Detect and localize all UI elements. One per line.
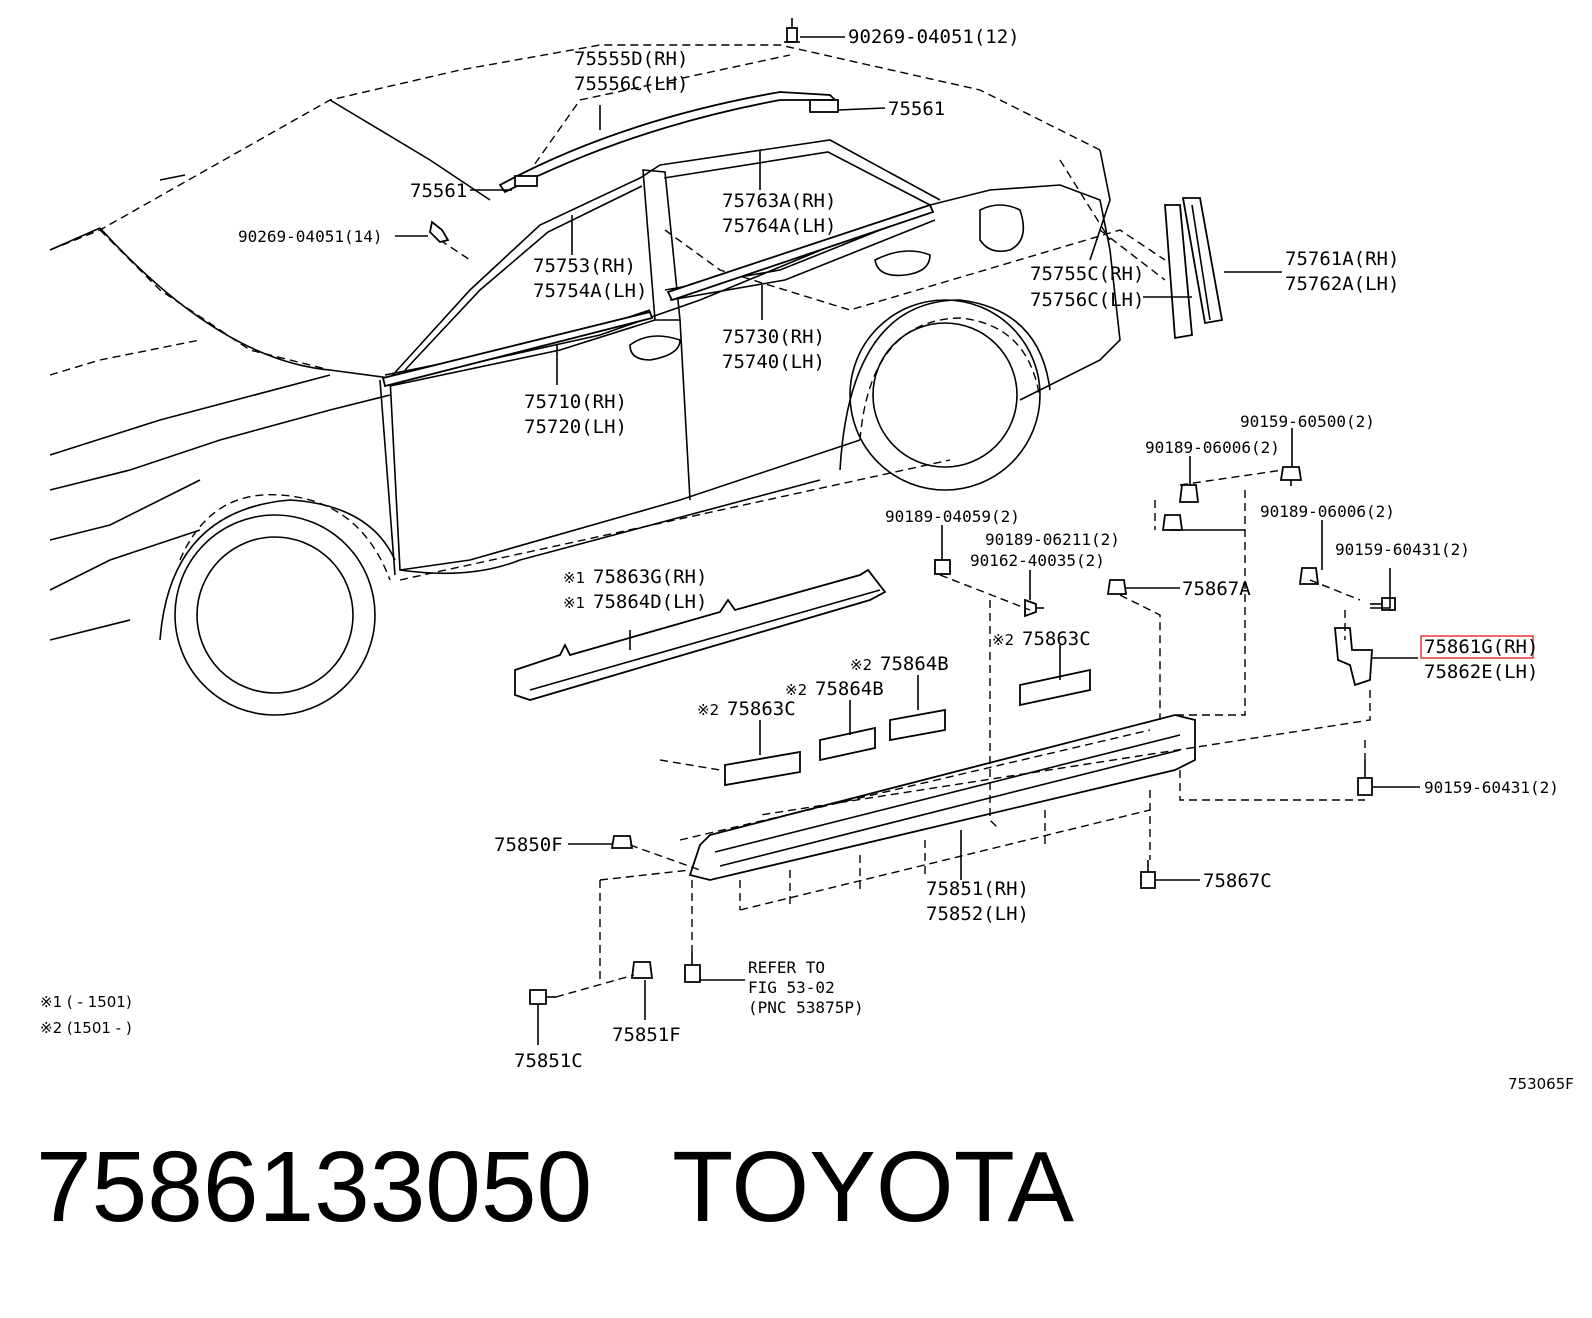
label-75763A: 75763A(RH) [722,190,836,212]
label-90162-40035: 90162-40035(2) [970,551,1105,570]
label-75754A: 75754A(LH) [533,280,647,302]
rocker-bracket [1334,627,1373,687]
label-75851F: 75851F [612,1024,681,1046]
caption-brand: TOYOTA [672,1131,1075,1243]
label-75852: 75852(LH) [926,903,1029,925]
label-90189-06006-b: 90189-06006(2) [1260,502,1395,521]
label-75556C: 75556C(LH) [574,73,688,95]
label-75851: 75851(RH) [926,878,1029,900]
label-75753: 75753(RH) [533,255,636,277]
label-75755C: 75755C(RH) [1030,263,1144,285]
fasteners-right [529,466,1396,1005]
mark-2c: ※2 [785,681,807,699]
leader-lines [395,36,1420,1045]
mark-2b: ※2 [850,656,872,674]
label-90189-06211: 90189-06211(2) [985,530,1120,549]
label-75740: 75740(LH) [722,351,825,373]
label-90159-60500: 90159-60500(2) [1240,412,1375,431]
note-1: ※1 ( - 1501) [40,993,132,1011]
clip-left-roof [429,220,450,243]
label-90159-60431-a: 90159-60431(2) [1335,540,1470,559]
label-75730: 75730(RH) [722,326,825,348]
label-75863G: 75863G(RH) [593,566,707,588]
label-75761A: 75761A(RH) [1285,248,1399,270]
parts-diagram-svg: 90269-04051(12) 75555D(RH) 75556C(LH) 75… [40,18,1574,1093]
parts-diagram: 90269-04051(12) 75555D(RH) 75556C(LH) 75… [40,18,1574,1093]
label-75863C-right: 75863C [1022,628,1091,650]
label-90269-04051-14: 90269-04051(14) [238,227,383,246]
label-refer-1: REFER TO [748,958,825,977]
label-75561-top: 75561 [888,98,945,120]
label-75850F: 75850F [494,834,563,856]
label-75861G: 75861G(RH) [1424,636,1538,658]
label-75867C: 75867C [1203,870,1272,892]
label-75555D: 75555D(RH) [574,48,688,70]
label-90189-04059: 90189-04059(2) [885,507,1020,526]
mark-1a: ※1 [563,569,585,587]
highlight-box [1420,635,1534,659]
label-75867A: 75867A [1182,578,1251,600]
label-90189-06006-a: 90189-06006(2) [1145,438,1280,457]
caption-part-number: 7586133050 [36,1131,593,1243]
mark-2d: ※2 [697,701,719,719]
rocker-panel-upper [514,568,887,701]
label-90159-60431-b: 90159-60431(2) [1424,778,1559,797]
rear-pillar-garnish [1164,197,1224,340]
mark-1b: ※1 [563,594,585,612]
caption: 7586133050 TOYOTA [36,1132,1154,1242]
label-75851C: 75851C [514,1050,583,1072]
mark-2a: ※2 [992,631,1014,649]
dashed-leaders [555,469,1371,998]
label-75764A: 75764A(LH) [722,215,836,237]
label-75862E: 75862E(LH) [1424,661,1538,683]
label-90269-04051-12: 90269-04051(12) [848,26,1020,48]
label-75710: 75710(RH) [524,391,627,413]
door-belt-molding [381,203,935,388]
label-75561-left: 75561 [410,180,467,202]
part-labels: 90269-04051(12) 75555D(RH) 75556C(LH) 75… [40,26,1574,1093]
label-75762A: 75762A(LH) [1285,273,1399,295]
clip-top-roof [784,18,800,43]
label-75756C: 75756C(LH) [1030,289,1144,311]
label-refer-3: (PNC 53875P) [748,998,864,1017]
label-75864B-b: 75864B [815,678,884,700]
label-75863C-left: 75863C [727,698,796,720]
label-75720: 75720(LH) [524,416,627,438]
figure-code: 753065F [1508,1075,1574,1093]
rocker-tape-pieces [724,668,1091,787]
label-refer-2: FIG 53-02 [748,978,835,997]
roof-molding [498,91,839,194]
note-2: ※2 (1501 - ) [40,1019,132,1037]
rocker-panel-main [688,714,1196,881]
label-75864D: 75864D(LH) [593,591,707,613]
label-75864B-a: 75864B [880,653,949,675]
